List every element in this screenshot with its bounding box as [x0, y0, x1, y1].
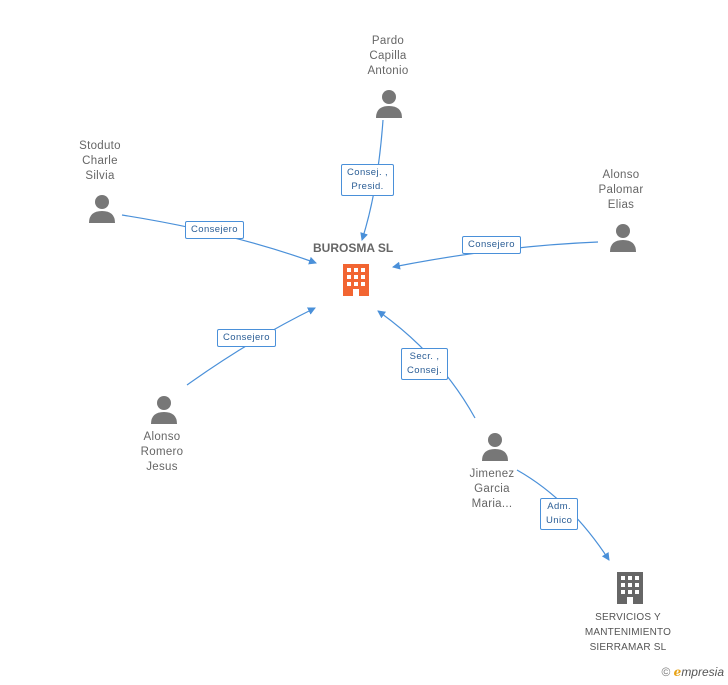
main-company-name[interactable]: BUROSMA SL	[313, 241, 394, 255]
brand-name: mpresia	[681, 665, 724, 679]
brand-e: e	[673, 665, 682, 679]
relation-label-jimenez-other[interactable]: Adm. Unico	[540, 498, 579, 530]
building-icon[interactable]	[614, 570, 646, 606]
empresia-logo: © empresia	[661, 665, 724, 679]
person-name-alonso-romero[interactable]: Alonso Romero Jesus	[140, 431, 184, 473]
person-icon[interactable]	[608, 222, 638, 252]
person-name-alonso-palomar[interactable]: Alonso Palomar Elias	[598, 169, 644, 211]
relation-label-jimenez[interactable]: Secr. , Consej.	[401, 348, 449, 380]
building-icon[interactable]	[340, 262, 372, 298]
relation-label-alonso-palomar[interactable]: Consejero	[462, 236, 521, 254]
person-icon[interactable]	[374, 88, 404, 118]
relation-label-pardo[interactable]: Consej. , Presid.	[341, 164, 395, 196]
person-icon[interactable]	[87, 193, 117, 223]
person-name-stoduto[interactable]: Stoduto Charle Silvia	[79, 140, 121, 182]
copyright-symbol: ©	[661, 665, 671, 679]
person-icon[interactable]	[480, 431, 510, 461]
person-name-pardo[interactable]: Pardo Capilla Antonio	[367, 35, 409, 77]
other-company-name[interactable]: SERVICIOS Y MANTENIMIENTO SIERRAMAR SL	[584, 612, 672, 653]
relation-label-stoduto[interactable]: Consejero	[185, 221, 244, 239]
person-name-jimenez[interactable]: Jimenez Garcia Maria...	[469, 468, 515, 510]
person-icon[interactable]	[149, 394, 179, 424]
relation-label-alonso-romero[interactable]: Consejero	[217, 329, 276, 347]
